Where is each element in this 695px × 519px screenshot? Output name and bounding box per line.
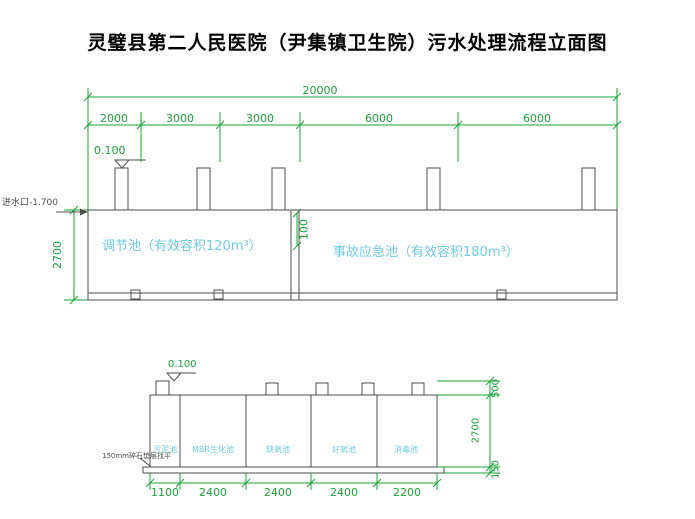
lower-dimension-linework (145, 376, 500, 490)
dim-total-20000: 20000 (302, 84, 338, 97)
base-note: 150mm碎石垫层找平 (102, 452, 171, 460)
dim-bottom-5: 2200 (393, 486, 421, 499)
upper-elevation-flag-icon (113, 159, 146, 169)
upper-tank-structure (87, 167, 618, 301)
page-title: 灵璧县第二人民医院（尹集镇卫生院）污水处理流程立面图 (87, 32, 608, 54)
lower-elevation-flag-icon (165, 372, 196, 382)
tank-label-regulating: 调节池（有效容积120m³） (102, 239, 262, 254)
dim-bottom-3: 2400 (264, 486, 292, 499)
tank-label-emergency: 事故应急池（有效容积180m³） (333, 245, 519, 260)
dim-segment-2: 3000 (166, 112, 194, 125)
dim-segment-1: 2000 (100, 112, 128, 125)
dim-segment-4: 6000 (365, 112, 393, 125)
dim-bottom-1: 1100 (151, 486, 179, 499)
compartment-label-2: MBR生化池 (192, 445, 234, 454)
dim-segment-3: 3000 (246, 112, 274, 125)
inlet-arrow-icon (56, 208, 88, 216)
dim-bottom-2: 2400 (199, 486, 227, 499)
dim-upper-depth-2700: 2700 (51, 241, 64, 269)
dim-segment-5: 6000 (523, 112, 551, 125)
dim-lower-depth-2700: 2700 (470, 417, 482, 444)
dim-bottom-4: 2400 (330, 486, 358, 499)
lower-elevation-mark: 0.100 (168, 359, 197, 370)
dim-gap-100: 100 (297, 219, 311, 240)
compartment-label-4: 好氧池 (332, 445, 356, 454)
lower-tank-structure (139, 380, 445, 474)
compartment-label-1: 污泥池 (153, 445, 177, 454)
compartment-label-3: 缺氧池 (266, 445, 290, 454)
dim-slab-150: 150 (490, 459, 502, 480)
upper-elevation-mark: 0.100 (94, 144, 126, 157)
compartment-label-5: 消毒池 (394, 445, 418, 454)
inlet-label: 进水口-1.700 (2, 198, 59, 208)
dim-parapet-500: 500 (490, 378, 502, 399)
